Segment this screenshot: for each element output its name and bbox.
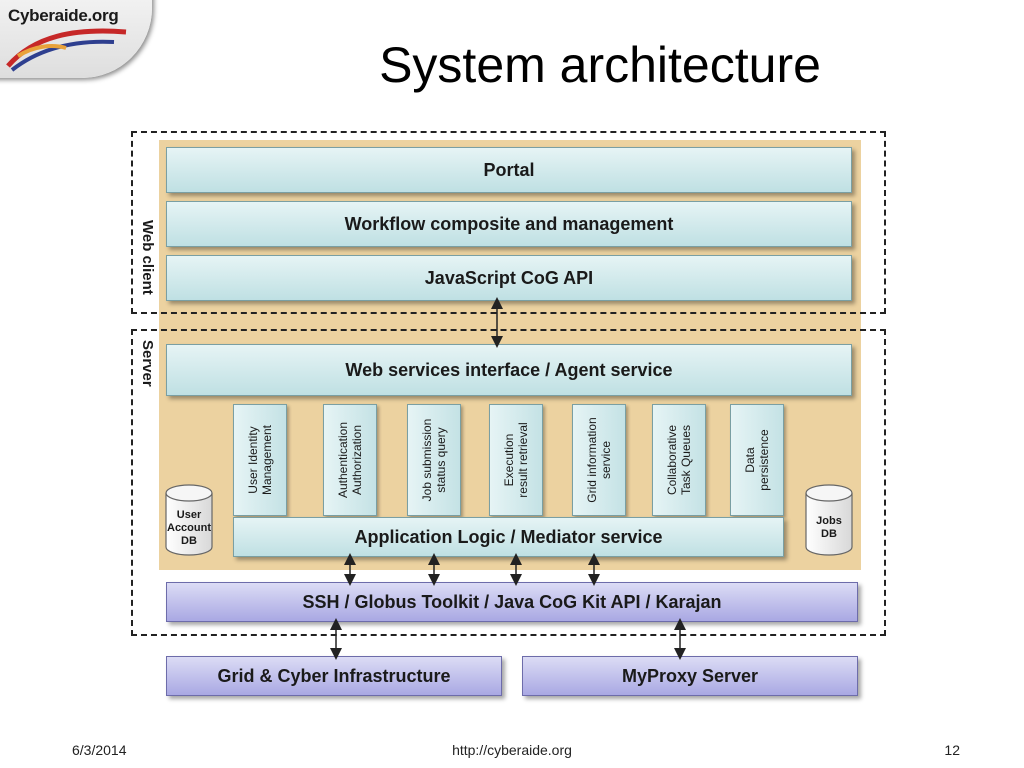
footer-url[interactable]: http://cyberaide.org [452,742,572,758]
logo-text: Cyberaide.org [8,6,119,25]
footer-date: 6/3/2014 [72,742,127,758]
db-line1: User [176,509,202,521]
footer-page-number: 12 [944,742,960,758]
db-line3: DB [181,535,197,547]
javascript-cog-api-layer: JavaScript CoG API [166,255,852,301]
database-icon [805,484,853,556]
slide-title: System architecture [379,37,821,93]
myproxy-server-box: MyProxy Server [522,656,858,696]
server-boundary [131,329,886,636]
workflow-layer: Workflow composite and management [166,201,852,247]
web-services-layer: Web services interface / Agent service [166,344,852,396]
db-line2: DB [821,528,837,540]
db-line1: Jobs [816,515,842,527]
logo-swoosh-icon [6,28,127,72]
portal-layer: Portal [166,147,852,193]
database-icon [165,484,213,556]
db-line2: Account [167,522,211,534]
ssh-globus-layer: SSH / Globus Toolkit / Java CoG Kit API … [166,582,858,622]
application-logic-layer: Application Logic / Mediator service [233,517,784,557]
web-client-boundary [131,131,886,314]
